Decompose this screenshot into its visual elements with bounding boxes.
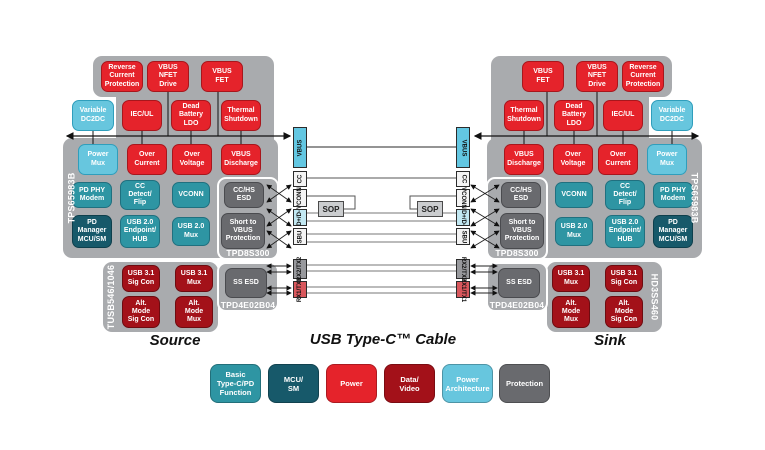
sink-chip-mux-label-text: HD3SS460 <box>649 273 660 321</box>
left-receptacle-seg-dp: D+/D- <box>293 209 307 226</box>
right-receptacle-seg-vconn-text: VCONN <box>460 187 467 209</box>
left-receptacle-seg-rx1: RX1/TX1 <box>293 277 307 302</box>
legend-item-arch: Power Architecture <box>442 364 493 403</box>
left-receptacle-seg-cc: CC <box>293 171 307 187</box>
sink-block-ss_esd: SS ESD <box>498 268 540 298</box>
source-chip-main-label: TPS65983B <box>64 139 78 257</box>
left-receptacle-seg-vbus: VBUS <box>293 127 307 168</box>
left-receptacle-seg-vconn-text: VCONN <box>297 187 304 209</box>
right-receptacle-seg-dp: D+/D- <box>456 209 470 226</box>
sink-block-cc_detect: CC Detect/ Flip <box>605 180 645 210</box>
source-chip-main-label-text: TPS65983B <box>66 172 76 224</box>
source-block-vbus_nfet: VBUS NFET Drive <box>147 61 189 92</box>
right-receptacle-seg-cc-text: CC <box>459 174 466 184</box>
sink-block-over_voltage: Over Voltage <box>553 144 593 175</box>
source-block-thermal: Thermal Shutdown <box>221 100 261 131</box>
left-receptacle-seg-rx1-text: RX1/TX1 <box>297 277 303 302</box>
sink-block-alt_mux: Alt. Mode Mux <box>552 296 590 328</box>
sink-block-reverse_current: Reverse Current Protection <box>622 61 664 92</box>
sink-block-short_vbus: Short to VBUS Protection <box>500 213 544 249</box>
sink-block-iec_ul: IEC/UL <box>603 100 643 131</box>
right-receptacle-seg-sbu: SBU <box>456 228 470 245</box>
sop-box-left: SOP <box>318 201 344 217</box>
legend-item-basic: Basic Type-C/PD Function <box>210 364 261 403</box>
sink-block-variable_dc2dc: Variable DC2DC <box>651 100 693 131</box>
source-block-power_mux: Power Mux <box>78 144 118 175</box>
right-receptacle-seg-vbus: VBUS <box>456 127 470 168</box>
source-caption: Source <box>149 332 201 349</box>
source-block-usb31_sig: USB 3.1 Sig Con <box>122 265 160 292</box>
right-receptacle-seg-rx2: RX2/TX2 <box>456 257 470 281</box>
legend-item-power: Power <box>326 364 377 403</box>
right-receptacle-seg-rx1-text: RX1/TX1 <box>460 277 466 302</box>
right-receptacle-seg-dp-text: D+/D- <box>460 209 466 226</box>
source-block-alt_mux: Alt. Mode Mux <box>175 296 213 328</box>
sink-block-usb2_mux: USB 2.0 Mux <box>555 217 593 246</box>
source-chip-mux-label: TUSB546/1046 <box>104 263 118 331</box>
legend-item-mcu: MCU/ SM <box>268 364 319 403</box>
source-block-cchs_esd: CC/HS ESD <box>224 182 264 208</box>
source-block-reverse_current: Reverse Current Protection <box>101 61 143 92</box>
source-chip-esdss-label: TPD4E02B04 <box>220 299 276 310</box>
sink-block-pd_manager: PD Manager MCU/SM <box>653 215 693 248</box>
cable-title: USB Type-C™ Cable <box>309 330 457 348</box>
sink-block-vbus_nfet: VBUS NFET Drive <box>576 61 618 92</box>
right-receptacle-seg-cc: CC <box>456 171 470 187</box>
source-block-usb31_mux: USB 3.1 Mux <box>175 265 213 292</box>
source-block-usb2_mux: USB 2.0 Mux <box>172 217 210 246</box>
source-block-ss_esd: SS ESD <box>225 268 267 298</box>
sink-block-power_mux: Power Mux <box>647 144 687 175</box>
left-receptacle-seg-vbus-text: VBUS <box>297 139 304 156</box>
legend-item-data: Data/ Video <box>384 364 435 403</box>
left-receptacle-seg-sbu: SBU <box>293 228 307 245</box>
legend-item-prot: Protection <box>499 364 550 403</box>
source-block-variable_dc2dc: Variable DC2DC <box>72 100 114 131</box>
left-receptacle-seg-dp-text: D+/D- <box>297 209 303 226</box>
right-receptacle-seg-vconn: VCONN <box>456 187 470 209</box>
source-block-usb2_endpoint: USB 2.0 Endpoint/ HUB <box>120 215 160 248</box>
source-chip-esdhs-label: TPD8S300 <box>226 248 270 258</box>
source-block-pd_phy: PD PHY Modem <box>72 182 112 208</box>
source-block-vbus_fet: VBUS FET <box>201 61 243 92</box>
sink-block-pd_phy: PD PHY Modem <box>653 182 693 208</box>
sink-block-dead_battery: Dead Battery LDO <box>554 100 594 131</box>
sink-block-cchs_esd: CC/HS ESD <box>501 182 541 208</box>
source-block-over_voltage: Over Voltage <box>172 144 212 175</box>
sink-block-usb31_mux: USB 3.1 Mux <box>552 265 590 292</box>
sink-chip-main-label-text: TPS65983B <box>689 172 699 224</box>
sink-block-vbus_fet: VBUS FET <box>522 61 564 92</box>
sink-chip-esdss-label: TPD4E02B04 <box>489 299 545 310</box>
sink-block-usb2_endpoint: USB 2.0 Endpoint/ HUB <box>605 215 645 248</box>
source-block-cc_detect: CC Detect/ Flip <box>120 180 160 210</box>
source-block-vbus_discharge: VBUS Discharge <box>221 144 261 175</box>
source-block-short_vbus: Short to VBUS Protection <box>221 213 265 249</box>
source-block-alt_sig: Alt. Mode Sig Con <box>122 296 160 328</box>
source-block-pd_manager: PD Manager MCU/SM <box>72 215 112 248</box>
sink-caption: Sink <box>594 332 626 349</box>
left-receptacle-seg-cc-text: CC <box>296 174 303 184</box>
sink-chip-esdhs-label: TPD8S300 <box>495 248 539 258</box>
left-receptacle-seg-sbu-text: SBU <box>297 230 304 243</box>
sink-block-thermal: Thermal Shutdown <box>504 100 544 131</box>
source-chip-mux-label-text: TUSB546/1046 <box>106 264 117 330</box>
right-receptacle-seg-rx1: RX1/TX1 <box>456 277 470 302</box>
sink-chip-main-label: TPS65983B <box>687 139 701 257</box>
sink-block-vconn: VCONN <box>555 182 593 208</box>
source-block-over_current: Over Current <box>127 144 167 175</box>
source-block-iec_ul: IEC/UL <box>122 100 162 131</box>
right-receptacle-seg-sbu-text: SBU <box>460 230 467 243</box>
sink-block-usb31_sig: USB 3.1 Sig Con <box>605 265 643 292</box>
source-block-vconn: VCONN <box>172 182 210 208</box>
sink-block-alt_sig: Alt. Mode Sig Con <box>605 296 643 328</box>
source-block-dead_battery: Dead Battery LDO <box>171 100 211 131</box>
sink-block-over_current: Over Current <box>598 144 638 175</box>
sop-box-right: SOP <box>417 201 443 217</box>
sink-block-vbus_discharge: VBUS Discharge <box>504 144 544 175</box>
right-receptacle-seg-vbus-text: VBUS <box>460 139 467 156</box>
left-receptacle-seg-rx2: RX2/TX2 <box>293 257 307 281</box>
sink-chip-mux-label: HD3SS460 <box>647 263 661 331</box>
left-receptacle-seg-vconn: VCONN <box>293 187 307 209</box>
